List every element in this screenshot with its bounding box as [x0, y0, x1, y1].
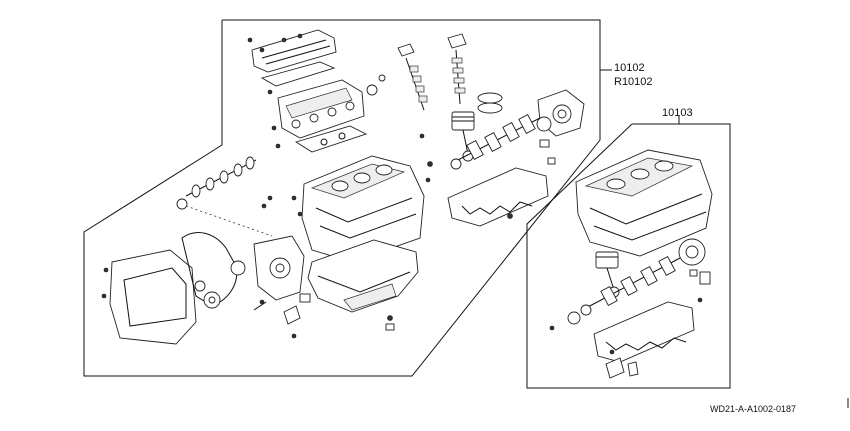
sensor-drawing [299, 293, 311, 303]
oil-pan-drawing [307, 239, 419, 313]
valve-cover-gasket-drawing [260, 61, 336, 87]
callout-10103: 10103 [662, 107, 693, 119]
short-block-pulley-drawing [567, 311, 581, 325]
short-block-rear-seal-drawing [678, 238, 706, 266]
valve-spring-stack-drawing [447, 33, 467, 105]
piston-ring-drawing [477, 102, 503, 114]
short-block-bracket-drawing [605, 357, 625, 379]
bolt-icon [609, 349, 615, 355]
timing-cover-drawing [103, 249, 197, 345]
short-block-piston-drawing [595, 251, 620, 298]
short-block-cylinder-block-drawing [575, 149, 713, 257]
rear-oil-seal-drawing [536, 116, 552, 132]
head-gasket-drawing [294, 125, 368, 153]
fastener-set [101, 37, 433, 339]
cylinder-block-drawing [301, 155, 425, 263]
short-block-bearing-cap-drawing [689, 269, 698, 277]
cylinder-head-drawing [277, 79, 365, 139]
head-gasket-bore-icon [320, 138, 328, 146]
head-gasket-bore-icon [338, 132, 346, 140]
lower-crankcase-drawing [447, 167, 549, 227]
bolt-icon [507, 213, 513, 219]
crankshaft-drawing [450, 113, 541, 170]
short-block-crankshaft-drawing [580, 255, 681, 316]
timing-belt-drawing [181, 232, 246, 309]
seal-ring-drawing [378, 74, 386, 82]
camshaft-seal-drawing [176, 198, 188, 210]
drain-plug-drawing [385, 323, 395, 331]
drain-bolt-icon [387, 315, 393, 321]
engine-assembly-frame [83, 19, 612, 377]
diagram-id: WD21-A-A1002-0187 [710, 404, 796, 414]
piston-ring-drawing [477, 92, 503, 104]
short-block-lower-crankcase-drawing [593, 301, 695, 363]
short-block-frame [526, 116, 731, 389]
bolt-icon [697, 297, 703, 303]
valve-cover-drawing [251, 29, 337, 73]
valve-spring-stack-drawing [397, 43, 428, 111]
bracket-drawing [283, 305, 301, 325]
callout-r10102: R10102 [614, 76, 653, 88]
bearing-cap-drawing [539, 139, 550, 148]
short-block-plug-drawing [627, 361, 639, 377]
short-block-sensor-drawing [699, 271, 711, 285]
oil-pump-drawing [253, 235, 305, 301]
bolt-icon [549, 325, 555, 331]
bearing-cap-drawing [547, 157, 556, 165]
alignment-guide-line [185, 205, 273, 237]
camshaft-drawing [185, 156, 257, 198]
callout-10102: 10102 [614, 62, 645, 74]
seal-ring-drawing [366, 84, 378, 96]
